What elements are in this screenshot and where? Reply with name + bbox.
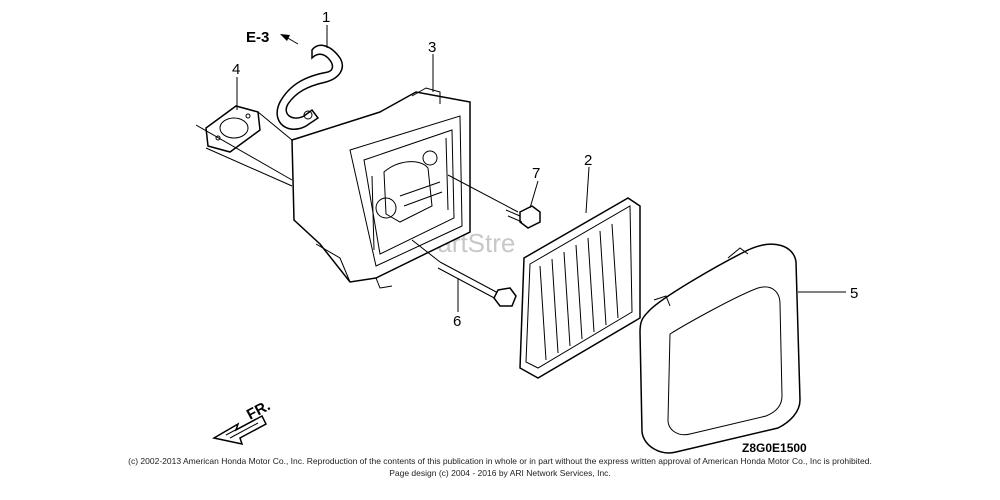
part-1-breather-tube[interactable] <box>276 44 344 131</box>
front-label: FR. <box>244 397 273 423</box>
part-3-air-cleaner-case[interactable] <box>291 87 471 289</box>
callout-4[interactable]: 4 <box>232 61 240 78</box>
part-5-cover[interactable] <box>639 243 801 454</box>
part-2-filter-element[interactable] <box>519 197 641 379</box>
page-design-footer: Page design (c) 2004 - 2016 by ARI Netwo… <box>389 468 611 478</box>
callout-6[interactable]: 6 <box>453 313 461 330</box>
copyright-footer: (c) 2002-2013 American Honda Motor Co., … <box>128 456 872 466</box>
drawing-code: Z8G0E1500 <box>742 441 807 455</box>
front-arrow-icon <box>211 414 267 446</box>
callout-3[interactable]: 3 <box>428 39 436 56</box>
part-4-gasket[interactable] <box>205 105 261 153</box>
reference-label-e3[interactable]: E-3 <box>246 29 269 46</box>
leader-lines <box>195 25 846 312</box>
callout-7[interactable]: 7 <box>532 165 540 182</box>
part-7-bolt[interactable] <box>505 205 541 229</box>
reference-arrow-icon <box>280 34 299 45</box>
part-6-long-bolt[interactable] <box>437 261 517 307</box>
callout-2[interactable]: 2 <box>584 152 592 169</box>
callout-5[interactable]: 5 <box>850 285 858 302</box>
callout-1[interactable]: 1 <box>322 9 330 26</box>
